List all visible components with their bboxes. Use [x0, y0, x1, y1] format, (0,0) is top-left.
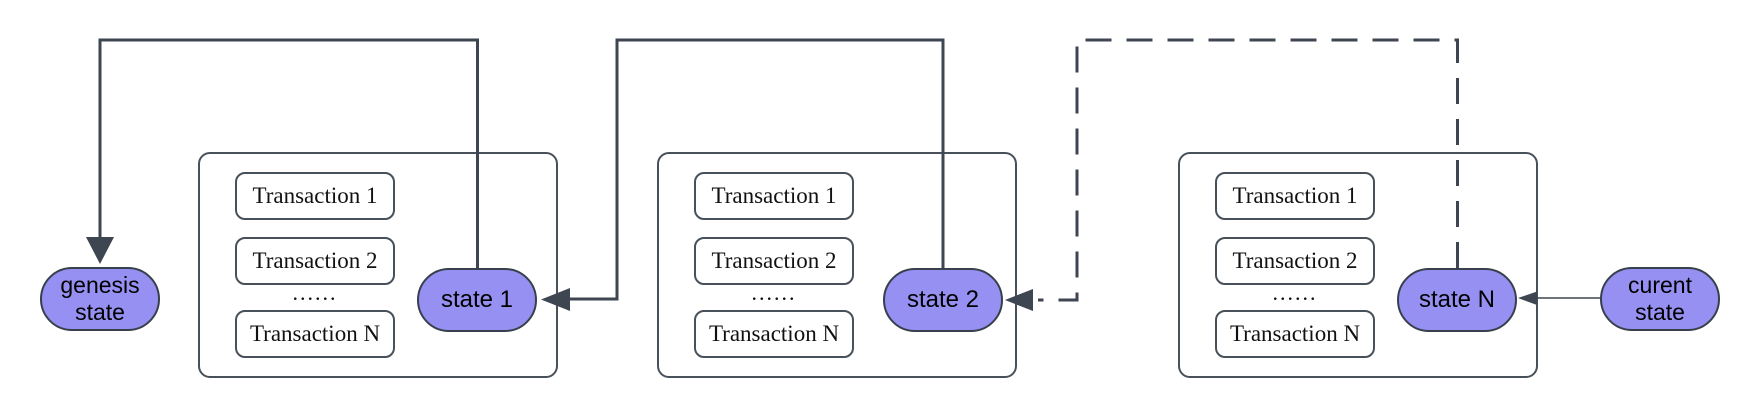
transaction-label: Transaction 2 — [1232, 248, 1358, 273]
block-2-container: Transaction 1 Transaction 2 ...... Trans… — [657, 152, 1017, 378]
transaction-label: Transaction 2 — [252, 248, 378, 273]
transaction-box: Transaction N — [235, 310, 395, 358]
transaction-box: Transaction 1 — [694, 172, 854, 220]
transaction-label: Transaction N — [249, 321, 381, 346]
transaction-box: Transaction 2 — [235, 237, 395, 285]
transaction-label: Transaction N — [708, 321, 840, 346]
transaction-box: Transaction 1 — [235, 172, 395, 220]
block-n-container: Transaction 1 Transaction 2 ...... Trans… — [1178, 152, 1538, 378]
transaction-label: Transaction 1 — [252, 183, 378, 208]
arrowhead-down-genesis-icon — [86, 237, 114, 264]
genesis-state-label: genesis state — [60, 271, 140, 325]
transaction-box: Transaction N — [1215, 310, 1375, 358]
current-state-node: curent state — [1600, 267, 1720, 331]
genesis-state-node: genesis state — [40, 267, 160, 331]
ellipsis-text: ...... — [1272, 280, 1318, 305]
transaction-box: Transaction 2 — [1215, 237, 1375, 285]
state-n-label: state N — [1418, 285, 1496, 313]
state-2-node: state 2 — [883, 268, 1003, 332]
ellipsis-text: ...... — [751, 280, 797, 305]
state-2-label: state 2 — [906, 285, 980, 313]
transaction-label: Transaction 1 — [711, 183, 837, 208]
state-1-label: state 1 — [440, 285, 514, 313]
transaction-label: Transaction 1 — [1232, 183, 1358, 208]
block-1-container: Transaction 1 Transaction 2 ...... Trans… — [198, 152, 558, 378]
state-n-node: state N — [1397, 268, 1517, 332]
transaction-box: Transaction 2 — [694, 237, 854, 285]
transaction-box: Transaction N — [694, 310, 854, 358]
transaction-label: Transaction N — [1229, 321, 1361, 346]
transaction-label: Transaction 2 — [711, 248, 837, 273]
transaction-box: Transaction 1 — [1215, 172, 1375, 220]
current-state-label: curent state — [1628, 271, 1692, 325]
ellipsis-text: ...... — [292, 280, 338, 305]
state-1-node: state 1 — [417, 268, 537, 332]
